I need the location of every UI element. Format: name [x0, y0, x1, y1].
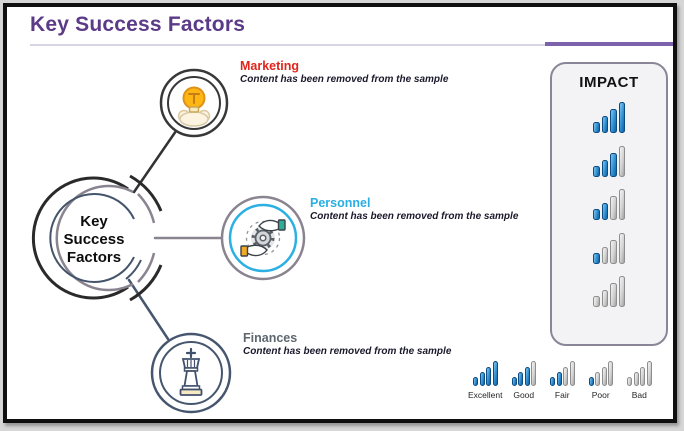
legend-item-excellent: Excellent [466, 361, 505, 400]
factor-name: Personnel [310, 196, 371, 210]
bar-segment [610, 196, 617, 220]
factor-label-finances: Finances Content has been removed from t… [243, 331, 451, 357]
bar-segment [601, 367, 607, 386]
bar-segment [646, 361, 652, 386]
bar-segment [610, 239, 617, 264]
factor-description: Content has been removed from the sample [243, 346, 452, 357]
bar-segment [640, 367, 645, 386]
key-success-factors-diagram [31, 68, 306, 414]
legend-label: Fair [554, 390, 570, 400]
bar-segment [569, 361, 575, 386]
node-personnel [220, 195, 306, 281]
bar-segment [593, 165, 600, 177]
bar-segment [511, 377, 517, 386]
bar-segment [531, 361, 536, 386]
factor-description: Content has been removed from the sample [240, 74, 449, 85]
bar-segment [601, 116, 608, 133]
bar-segment [618, 102, 625, 133]
bar-segment [608, 361, 613, 386]
hub-label-line: Success [63, 231, 125, 248]
bar-segment [601, 290, 608, 307]
bar-segment [618, 276, 625, 307]
rating-bars-icon [550, 361, 575, 386]
node-finances [150, 332, 232, 414]
bar-segment [593, 122, 600, 133]
page-title: Key Success Factors [30, 13, 246, 36]
bar-segment [633, 372, 639, 386]
bar-segment [588, 377, 594, 386]
bar-segment [479, 372, 485, 386]
bar-segment [601, 159, 608, 177]
bar-segment [556, 372, 562, 386]
impact-legend: Excellent Good Fair Poor Bad [466, 361, 660, 400]
title-rule-accent [545, 42, 673, 46]
bar-segment [610, 109, 617, 133]
rating-bars-icon [588, 361, 613, 386]
hub-rings [31, 174, 163, 302]
slide-canvas: Key Success Factors [3, 3, 677, 423]
legend-item-poor: Poor [582, 361, 621, 400]
bar-segment [618, 232, 625, 264]
rating-bars-icon [511, 361, 536, 386]
impact-levels [593, 102, 625, 307]
impact-level-bad-icon [593, 276, 625, 307]
bar-segment [601, 203, 608, 220]
lightbulb-cloud-icon [177, 86, 211, 127]
hub-label-line: Key [80, 213, 108, 230]
bar-segment [593, 209, 600, 220]
bar-segment [601, 246, 608, 264]
node-marketing [159, 68, 229, 138]
bar-segment [610, 152, 617, 177]
bar-segment [627, 377, 632, 386]
bar-segment [593, 296, 600, 307]
impact-level-fair-icon [593, 189, 625, 220]
connector-finances [127, 278, 170, 341]
bar-segment [486, 367, 491, 386]
factor-name: Marketing [240, 59, 300, 73]
impact-level-good-icon [593, 145, 625, 177]
factor-name: Finances [243, 331, 298, 345]
bar-segment [563, 367, 568, 386]
bar-segment [473, 377, 478, 386]
bar-segment [492, 361, 498, 386]
hands-gear-icon [240, 219, 286, 257]
factor-label-marketing: Marketing Content has been removed from … [240, 59, 448, 85]
legend-label: Bad [631, 390, 647, 400]
hub-label: Key Success Factors [34, 213, 154, 267]
factor-label-personnel: Personnel Content has been removed from … [310, 196, 518, 222]
impact-level-poor-icon [593, 232, 625, 264]
bar-segment [550, 377, 555, 386]
bar-segment [595, 372, 600, 386]
title-rule [30, 44, 651, 46]
rating-bars-icon [473, 361, 498, 386]
bar-segment [593, 252, 600, 264]
bar-segment [618, 189, 625, 220]
legend-item-bad: Bad [620, 361, 659, 400]
impact-panel: IMPACT [550, 62, 668, 346]
bar-segment [524, 367, 530, 386]
bar-segment [518, 372, 523, 386]
legend-label: Poor [591, 390, 610, 400]
impact-panel-title: IMPACT [579, 74, 639, 91]
legend-label: Excellent [468, 390, 503, 400]
legend-item-good: Good [505, 361, 544, 400]
hub-label-line: Factors [66, 249, 122, 266]
factor-description: Content has been removed from the sample [310, 211, 519, 222]
legend-item-fair: Fair [543, 361, 582, 400]
bar-segment [618, 145, 625, 177]
impact-level-excellent-icon [593, 102, 625, 133]
bar-segment [610, 283, 617, 307]
rating-bars-icon [627, 361, 652, 386]
chess-king-icon [179, 347, 203, 396]
legend-label: Good [513, 390, 535, 400]
